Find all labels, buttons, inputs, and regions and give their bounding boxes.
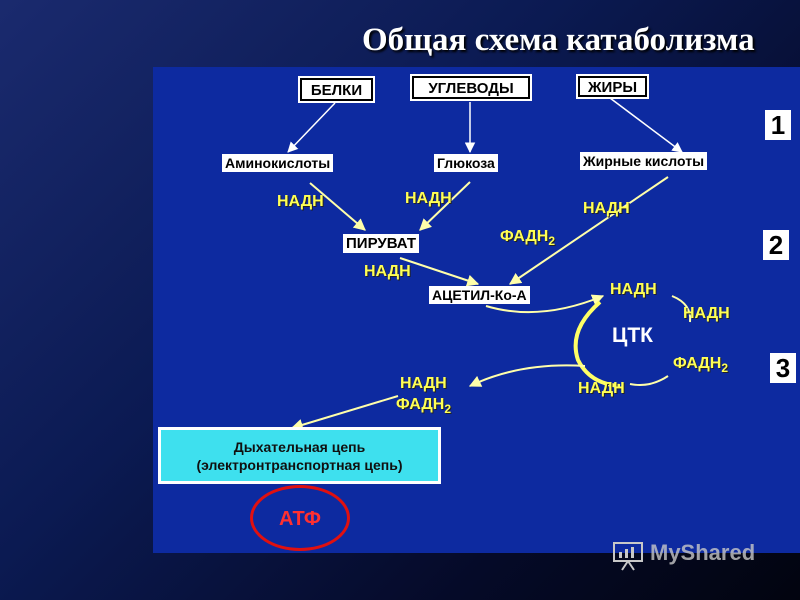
- label-tca-nadh-3: НАДН: [578, 380, 625, 397]
- tca-cycle-arc-bottom: [629, 375, 669, 386]
- stage-1: 1: [765, 110, 791, 140]
- slide-title: Общая схема катаболизма: [362, 22, 755, 58]
- label-nadh-glucose: НАДН: [405, 190, 452, 207]
- stage-2: 2: [763, 230, 789, 260]
- arrow-fats-fatty: [609, 97, 683, 153]
- respiratory-chain-line2: (электронтранспортная цепь): [196, 457, 403, 473]
- label-tca-nadh-1: НАДН: [610, 281, 657, 298]
- label-nadh-amino: НАДН: [277, 193, 324, 210]
- arrow-output-resp: [290, 395, 399, 431]
- arrow-tca-output: [468, 364, 586, 387]
- label-out-nadh: НАДН: [400, 375, 447, 392]
- box-glucose: Глюкоза: [434, 154, 498, 172]
- box-proteins: БЕЛКИ: [300, 78, 373, 101]
- subscript: 2: [444, 402, 452, 416]
- label-nadh-pyruvate: НАДН: [364, 263, 411, 280]
- box-fats: ЖИРЫ: [578, 76, 647, 97]
- box-fatty-acids: Жирные кислоты: [580, 152, 708, 170]
- presentation-icon: [613, 542, 643, 571]
- label-nadh-fatty: НАДН: [583, 200, 630, 217]
- arrow-fatty-acetyl: [509, 176, 669, 285]
- arrow-pyruvate-acetyl: [399, 257, 480, 287]
- arrow-proteins-amino: [287, 102, 336, 153]
- watermark-text: MyShared: [650, 540, 756, 565]
- respiratory-chain-line1: Дыхательная цепь: [233, 439, 366, 455]
- arrow-acetyl-tca: [485, 294, 605, 314]
- tca-label: ЦТК: [612, 324, 653, 347]
- atp-ring: АТФ: [250, 485, 350, 551]
- box-acetyl-coa: АЦЕТИЛ-Ко-А: [429, 286, 530, 304]
- label-tca-fadh2: ФАДН2: [673, 355, 729, 375]
- arrow-glucose-pyruvate: [419, 181, 471, 231]
- box-amino-acids: Аминокислоты: [222, 154, 334, 172]
- tca-cycle-arc-right: [671, 295, 692, 323]
- subscript: 2: [721, 361, 729, 375]
- tca-cycle-arc: [573, 300, 621, 388]
- box-pyruvate: ПИРУВАТ: [343, 234, 420, 253]
- label-out-fadh2: ФАДН2: [396, 396, 452, 416]
- subscript: 2: [548, 234, 556, 248]
- stage-3: 3: [770, 353, 796, 383]
- arrow-amino-pyruvate: [309, 182, 366, 231]
- label-tca-nadh-2: НАДН: [683, 305, 730, 322]
- respiratory-chain-box: Дыхательная цепь (электронтранспортная ц…: [158, 427, 441, 484]
- atp-label: АТФ: [279, 508, 321, 530]
- label-fadh2-fatty: ФАДН2: [500, 228, 556, 248]
- box-carbohydrates: УГЛЕВОДЫ: [412, 76, 530, 99]
